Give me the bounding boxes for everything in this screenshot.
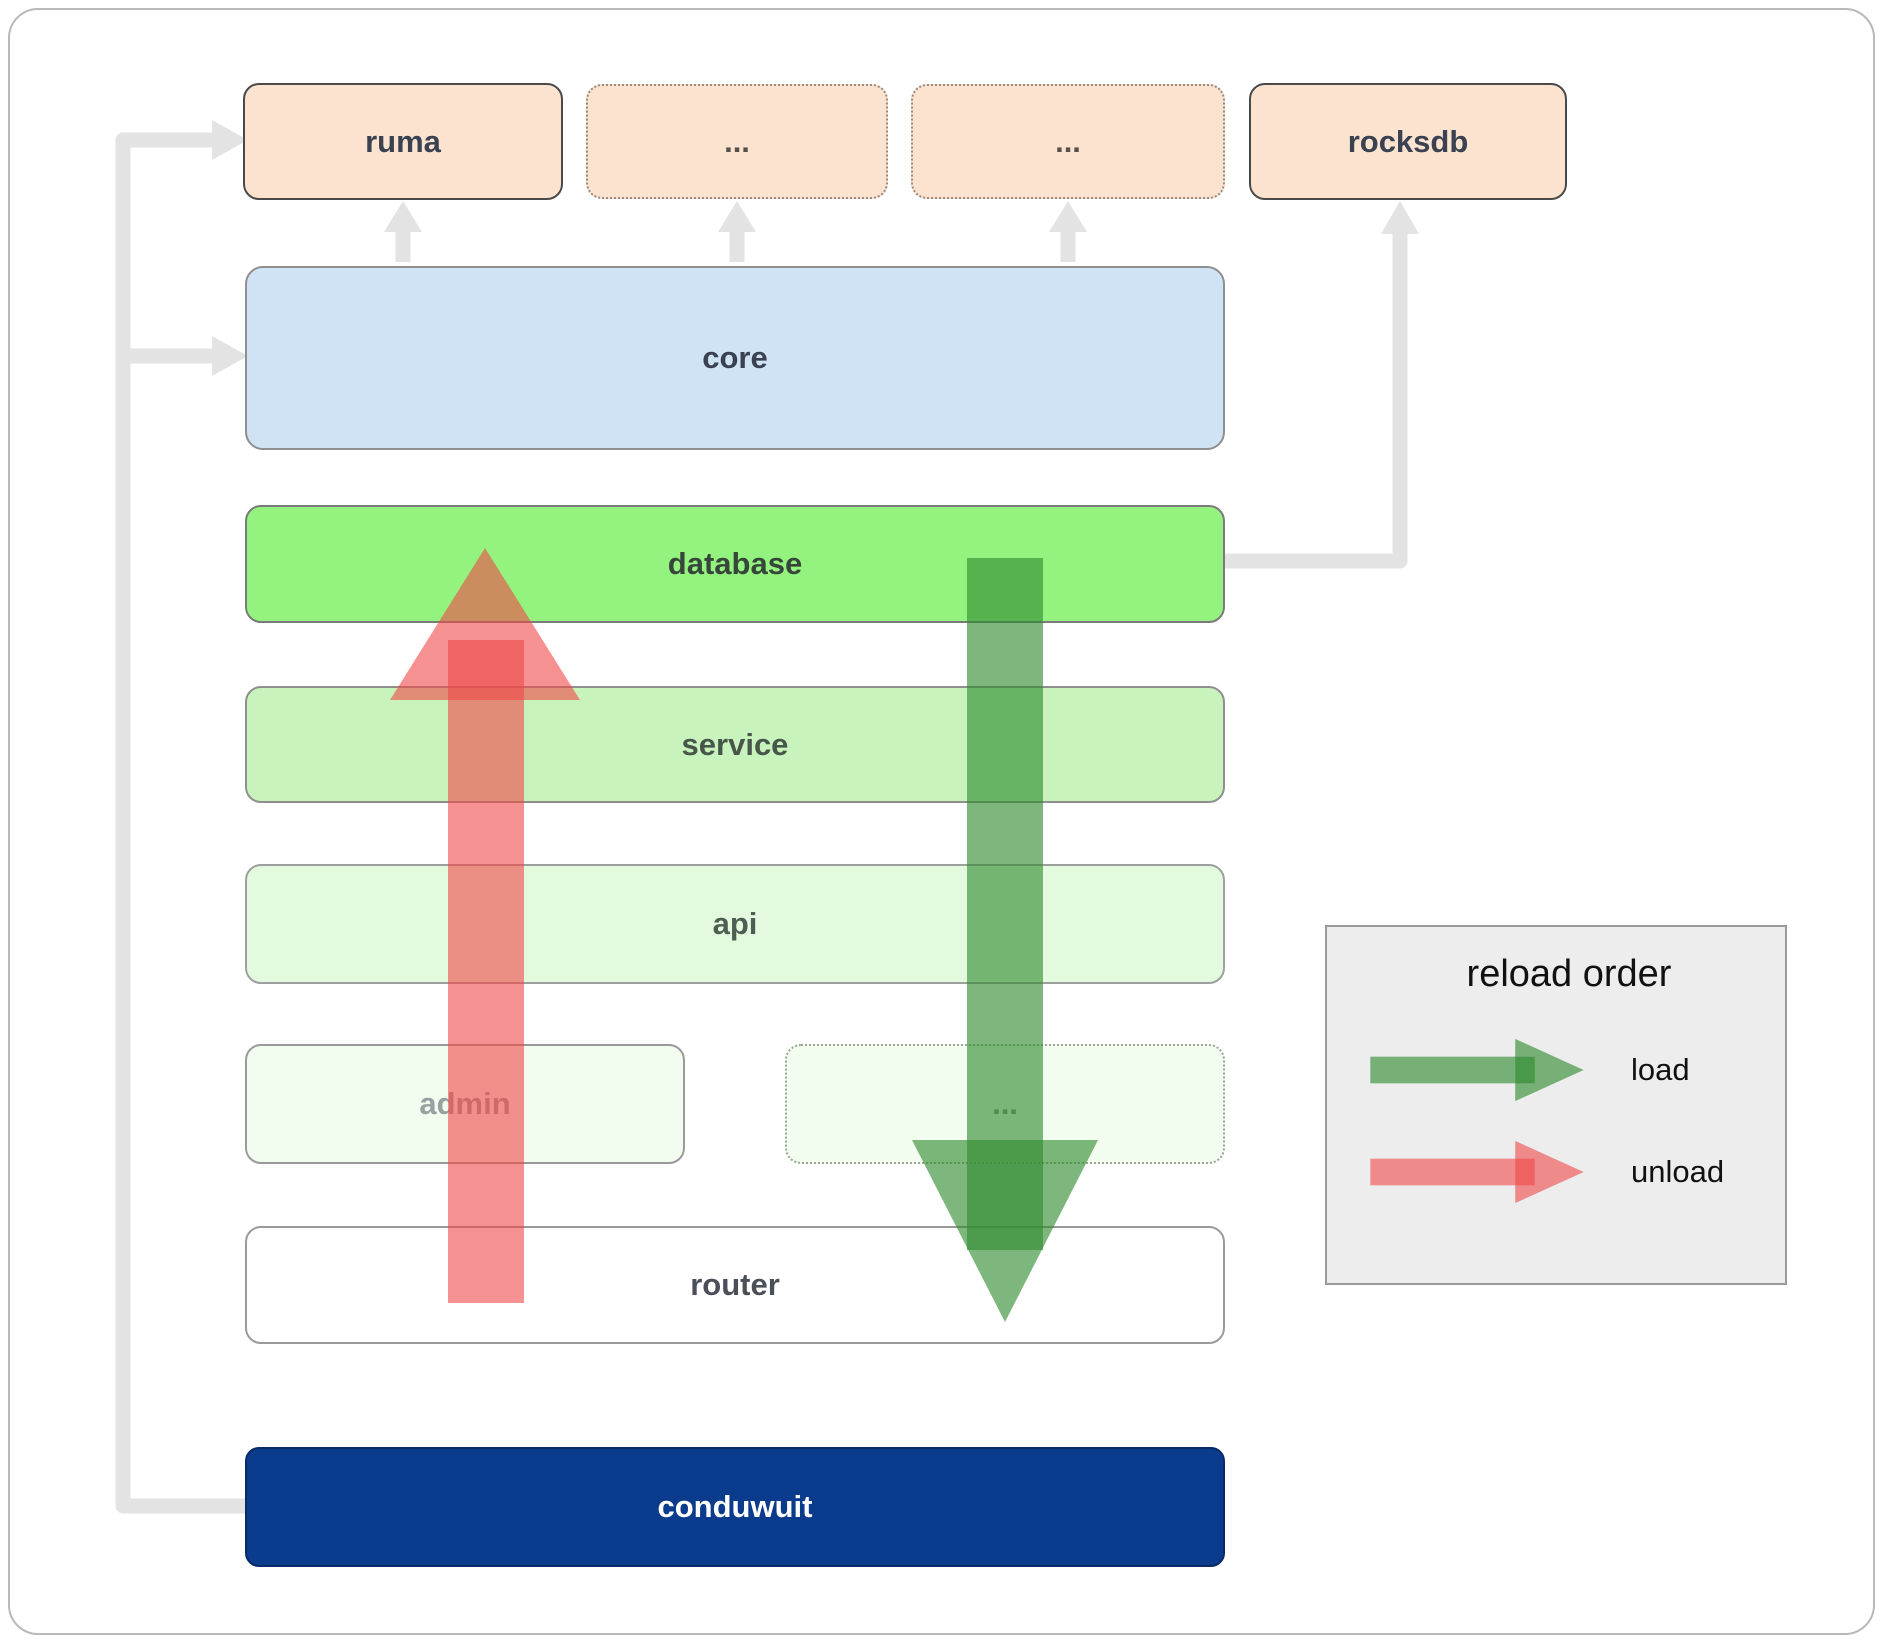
conduwuit-loop-connector	[115, 132, 250, 1514]
node-service: service	[245, 686, 1225, 803]
node-api: api	[245, 864, 1225, 984]
legend-title: reload order	[1466, 953, 1672, 995]
legend-label-load: load	[1631, 1052, 1690, 1087]
arrowhead-to-core	[212, 336, 248, 376]
arrowhead-to-rocksdb	[1381, 201, 1419, 234]
node-ellipsis-1: ...	[586, 84, 888, 199]
node-core: core	[245, 266, 1225, 450]
node-router: router	[245, 1226, 1225, 1344]
arrowhead-core-ruma	[384, 201, 422, 232]
load-arrow-icon	[1370, 1038, 1584, 1102]
unload-arrow-icon	[1370, 1140, 1584, 1204]
node-conduwuit: conduwuit	[245, 1447, 1225, 1567]
legend: reload order load unload	[1325, 925, 1787, 1285]
database-to-rocksdb-connector	[1222, 232, 1408, 569]
node-rocksdb: rocksdb	[1249, 83, 1567, 200]
node-ruma: ruma	[243, 83, 563, 200]
arrowhead-core-dots2	[1049, 201, 1087, 232]
node-ellipsis-2: ...	[911, 84, 1225, 199]
node-database: database	[245, 505, 1225, 623]
node-ellipsis-3: ...	[785, 1044, 1225, 1164]
legend-label-unload: unload	[1631, 1154, 1725, 1189]
legend-row-load: load	[1367, 1030, 1690, 1110]
legend-row-unload: unload	[1367, 1132, 1724, 1212]
arrowhead-core-dots1	[718, 201, 756, 232]
node-admin: admin	[245, 1044, 685, 1164]
arrowhead-to-ruma	[212, 120, 248, 160]
